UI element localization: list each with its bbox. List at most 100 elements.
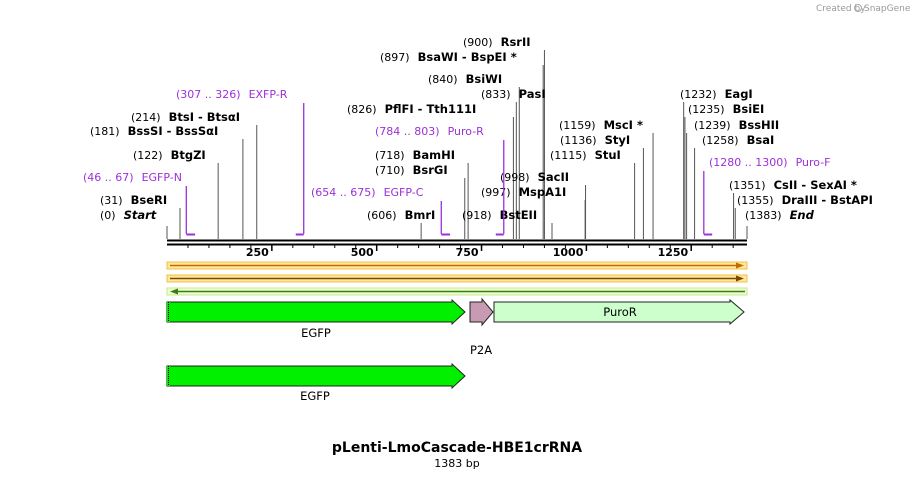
- site-label: (998)SacII: [500, 170, 569, 184]
- site-name: DraIII - BstAPI: [782, 193, 873, 207]
- primer-range: (654 .. 675): [311, 186, 376, 199]
- site-position: (0): [100, 209, 116, 222]
- site-position: (718): [375, 149, 405, 162]
- site-position: (833): [481, 88, 511, 101]
- site-name: BmrI: [405, 208, 436, 222]
- site-labels: (0) Start(31) BseRI (122)BtgZI (181) BssSI - …: [90, 35, 873, 222]
- primer-label: (1280 .. 1300)Puro-F: [709, 156, 831, 169]
- arrow-right-icon: [736, 275, 744, 282]
- site-label: (122)BtgZI: [133, 148, 206, 162]
- site-position: (1235): [688, 103, 725, 116]
- ruler-tick-label: 750: [456, 246, 479, 259]
- site-position: (31): [100, 194, 123, 207]
- ruler: 250 500 750 1000 1250: [187, 245, 734, 259]
- plasmid-length: 1383 bp: [434, 457, 479, 470]
- site-label: (181) BssSI - BssSαI: [90, 124, 218, 138]
- site-name: BssSI - BssSαI: [128, 124, 219, 138]
- ruler-tick-label: 1250: [658, 246, 689, 259]
- site-label: (0) Start: [100, 208, 157, 222]
- feature-egfp-1: EGFP: [166, 298, 466, 340]
- site-label: (840) BsiWI: [428, 72, 502, 86]
- feature-label-p2a: P2A: [470, 343, 492, 357]
- site-label: (897)BsaWI - BspEI *: [380, 50, 517, 64]
- primer-label: (654 .. 675) EGFP-C: [311, 186, 424, 199]
- site-label: (1351) CsII - SexAI *: [729, 178, 857, 192]
- credit-text: Created by: [816, 4, 866, 14]
- site-name: End: [790, 208, 815, 222]
- feature-label-puror: PuroR: [603, 305, 637, 319]
- site-label: (710) BsrGI: [375, 163, 448, 177]
- primer-annotations: (46 .. 67) EGFP-N (307 .. 326)EXFP-R (654 .…: [83, 88, 831, 236]
- feature-label-egfp: EGFP: [301, 326, 331, 340]
- orf-track-1: [166, 261, 748, 270]
- site-position: (840): [428, 73, 458, 86]
- primer-range: (46 .. 67): [83, 171, 134, 184]
- site-name: BsiWI: [466, 72, 503, 86]
- arrow-right-icon: [736, 262, 744, 269]
- site-name: BsiEI: [733, 102, 765, 116]
- site-label: (1383) End: [745, 208, 815, 222]
- site-label: (214)BtsI - BtsαI: [131, 110, 240, 124]
- primer-label: (307 .. 326)EXFP-R: [176, 88, 288, 101]
- site-label: (1235) BsiEI: [688, 102, 764, 116]
- orf-track-3: [166, 287, 748, 296]
- site-label: (1159) MscI *: [559, 118, 643, 132]
- ruler-tick-label: 500: [351, 246, 374, 259]
- site-label: (997) MspA1I: [481, 185, 566, 199]
- site-position: (1115): [550, 149, 587, 162]
- site-position: (606): [367, 209, 397, 222]
- site-position: (1351): [729, 179, 766, 192]
- site-label: (718)BamHI: [375, 148, 455, 162]
- site-position: (1239): [694, 119, 731, 132]
- site-name: Start: [124, 208, 157, 222]
- site-name: StyI: [605, 133, 631, 147]
- site-label: (1232)EagI: [680, 87, 753, 101]
- arrow-left-icon: [170, 288, 178, 295]
- site-name: BsaI: [747, 133, 775, 147]
- plasmid-title: pLenti-LmoCascade-HBE1crRNA: [332, 440, 582, 456]
- primer-range: (1280 .. 1300): [709, 156, 788, 169]
- site-label: (1239) BssHII: [694, 118, 779, 132]
- site-name: BssHII: [739, 118, 780, 132]
- site-position: (710): [375, 164, 405, 177]
- site-name: MscI *: [604, 118, 643, 132]
- site-position: (897): [380, 51, 410, 64]
- primer-name: EGFP-C: [384, 186, 424, 199]
- site-position: (181): [90, 125, 120, 138]
- site-label: (1136) StyI: [560, 133, 630, 147]
- site-position: (997): [481, 186, 511, 199]
- feature-egfp-2: EGFP: [166, 362, 466, 403]
- site-name: SacII: [538, 170, 569, 184]
- site-label: (1355) DraIII - BstAPI: [737, 193, 873, 207]
- site-position: (214): [131, 111, 161, 124]
- site-label: (31) BseRI: [100, 193, 167, 207]
- primer-range: (307 .. 326): [176, 88, 241, 101]
- site-name: PasI: [519, 87, 546, 101]
- sequence-backbone: [167, 239, 747, 246]
- site-name: BsrGI: [413, 163, 448, 177]
- site-position: (1136): [560, 134, 597, 147]
- site-position: (826): [347, 103, 377, 116]
- feature-puror: PuroR: [493, 298, 745, 326]
- site-name: BseRI: [131, 193, 168, 207]
- site-position: (1383): [745, 209, 782, 222]
- ruler-tick-label: 250: [246, 246, 269, 259]
- primer-label: (784 .. 803)Puro-R: [375, 125, 484, 138]
- site-position: (1232): [680, 88, 717, 101]
- site-position: (1355): [737, 194, 774, 207]
- site-position: (1159): [559, 119, 596, 132]
- site-name: CsII - SexAI *: [774, 178, 857, 192]
- snapgene-logo-icon: [854, 4, 862, 12]
- site-name: PflFI - Tth111I: [385, 102, 477, 116]
- site-leader-lines: [166, 50, 748, 239]
- primer-name: EGFP-N: [142, 171, 182, 184]
- site-name: StuI: [595, 148, 621, 162]
- credit-brand: SnapGene: [864, 4, 911, 14]
- site-label: (826) PflFI - Tth111I: [347, 102, 476, 116]
- site-name: MspA1I: [519, 185, 567, 199]
- site-label: (918)BstEII: [462, 208, 537, 222]
- ruler-tick-label: 1000: [553, 246, 584, 259]
- site-label: (1115) StuI: [550, 148, 621, 162]
- site-position: (900): [463, 36, 493, 49]
